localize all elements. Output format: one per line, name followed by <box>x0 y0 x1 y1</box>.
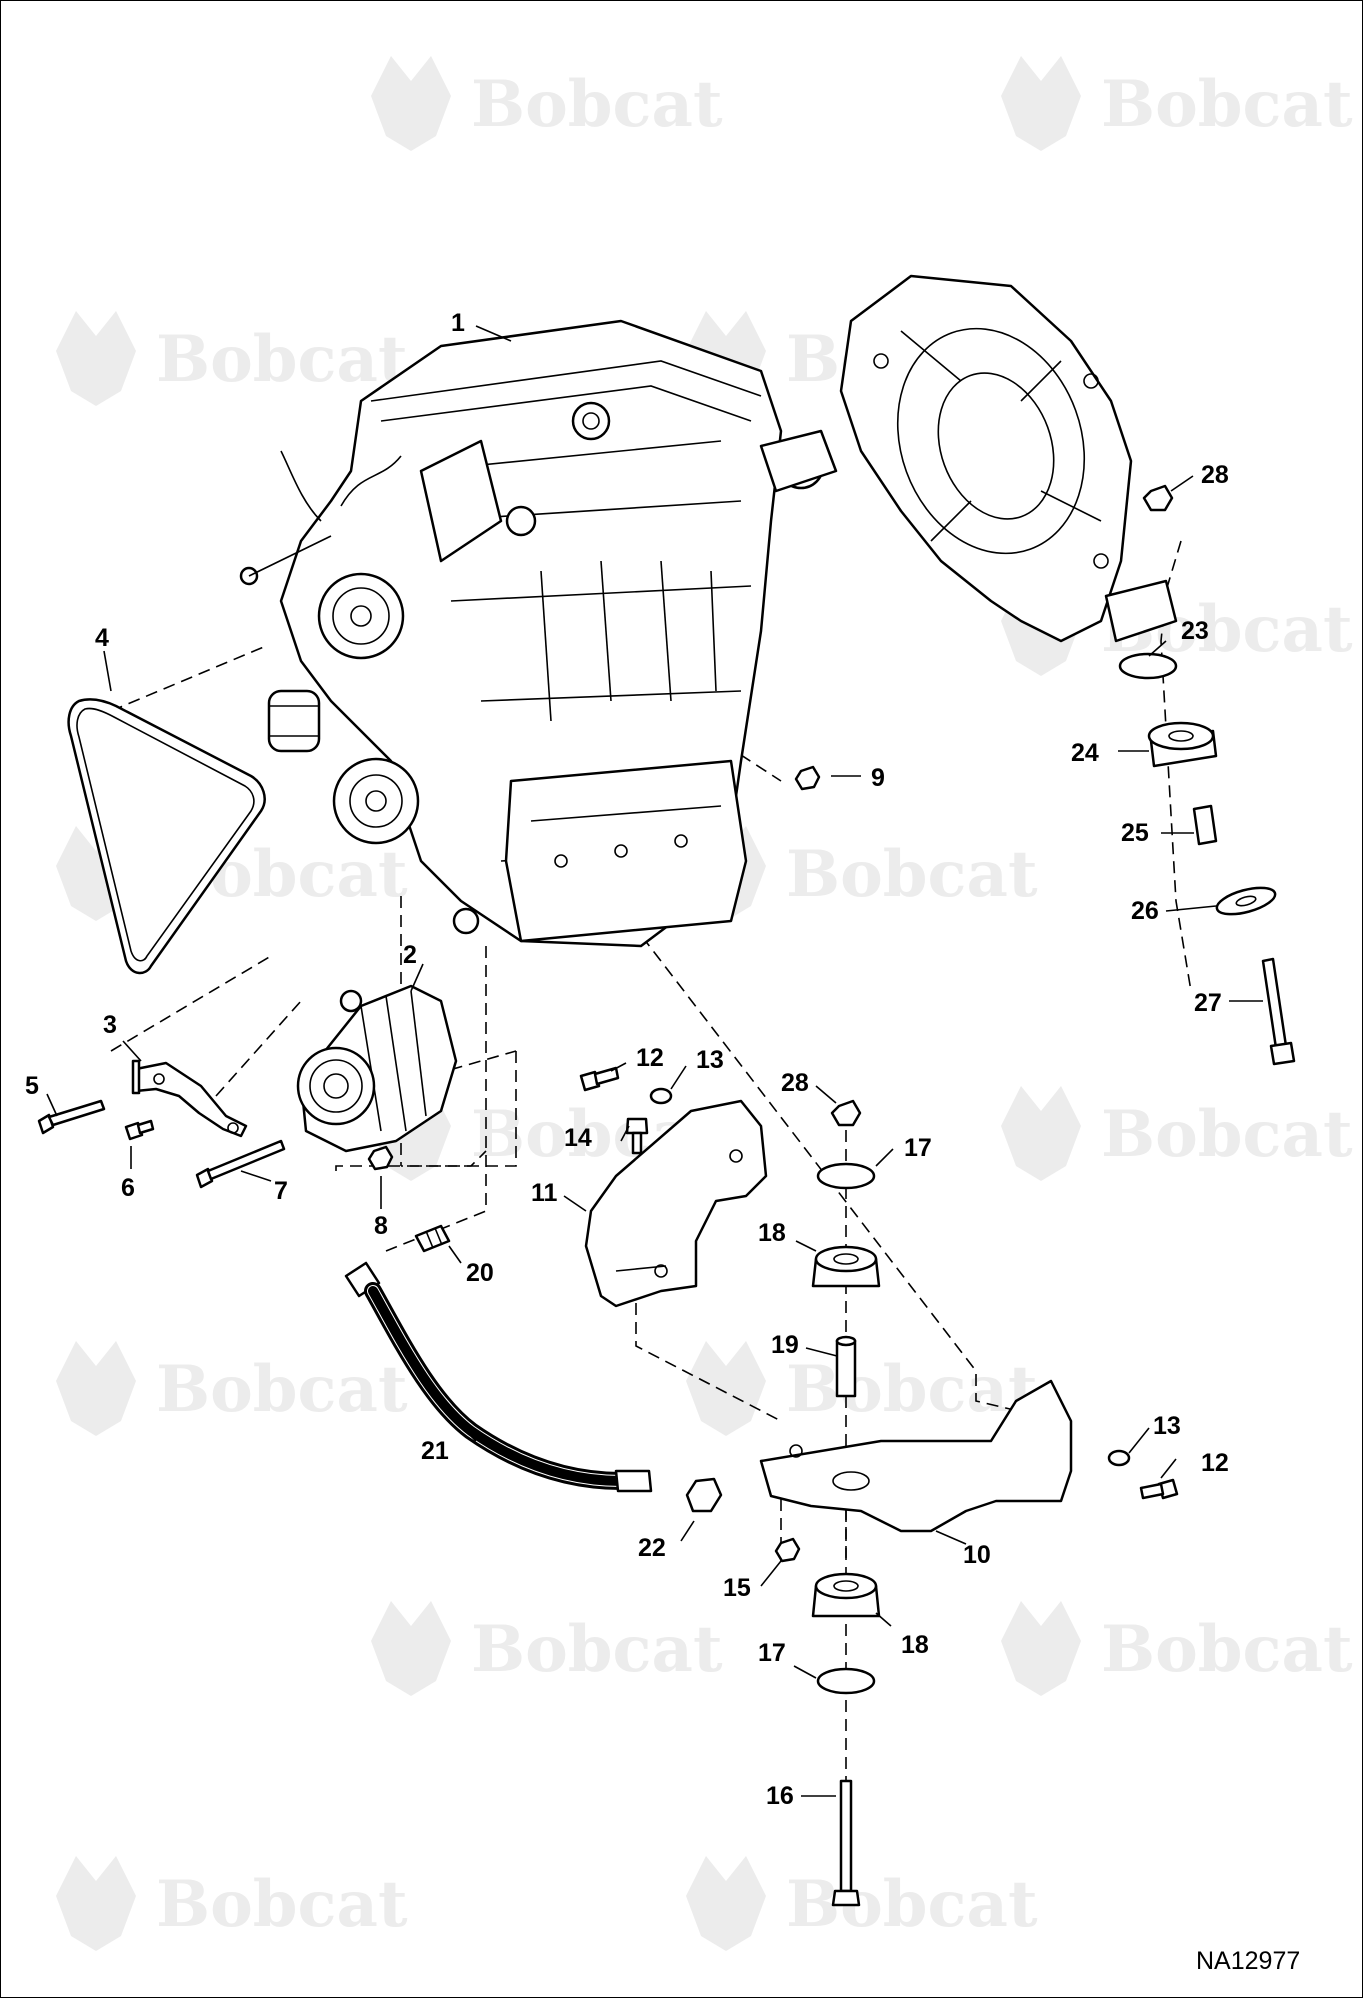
callout-18-upper: 18 <box>758 1219 786 1247</box>
callout-27: 27 <box>1194 989 1222 1017</box>
watermark-text: Bobcat <box>1101 67 1353 142</box>
callout-17-lower: 17 <box>758 1639 786 1667</box>
callout-28-upper: 28 <box>1201 461 1229 489</box>
callout-11: 11 <box>531 1179 558 1207</box>
watermark-logo: Bobcat <box>371 56 723 151</box>
watermark-layer: Bobcat Bobcat Bobcat Bobcat Bobcat Bobca… <box>56 56 1353 1951</box>
callout-3: 3 <box>103 1011 117 1039</box>
callout-22: 22 <box>638 1534 666 1562</box>
watermark-text: Bobcat <box>471 67 723 142</box>
callout-24: 24 <box>1071 739 1099 767</box>
watermark-logo: Bobcat <box>686 1341 1038 1436</box>
callout-4: 4 <box>95 624 109 652</box>
right-mount-stack <box>1118 484 1296 1066</box>
callout-1: 1 <box>451 309 465 337</box>
figure-id: NA12977 <box>1196 1947 1300 1975</box>
watermark-text: Bobcat <box>156 1352 408 1427</box>
callout-10: 10 <box>963 1541 991 1569</box>
watermark-text: Bobcat <box>786 837 1038 912</box>
engine-mount-bracket-upper <box>579 1066 768 1308</box>
drive-belt <box>67 698 266 975</box>
callout-labels: 1 2 3 4 5 6 7 8 9 10 11 12 12 13 13 14 1… <box>25 309 1229 1810</box>
watermark-text: Bobcat <box>1101 1097 1353 1172</box>
watermark-text: Bobcat <box>156 1867 408 1942</box>
watermark-text: Bobcat <box>1101 1612 1353 1687</box>
callout-19: 19 <box>771 1331 799 1359</box>
left-fasteners <box>37 765 821 1253</box>
callout-17-upper: 17 <box>904 1134 932 1162</box>
callout-28-lower: 28 <box>781 1069 809 1097</box>
callout-23: 23 <box>1181 617 1209 645</box>
watermark-logo: Bobcat <box>1001 1086 1353 1181</box>
callout-9: 9 <box>871 764 885 792</box>
watermark-logo: Bobcat <box>371 1601 723 1696</box>
callout-12-upper: 12 <box>636 1044 664 1072</box>
watermark-logo: Bobcat <box>1001 56 1353 151</box>
alternator-bracket <box>131 1059 248 1138</box>
callout-6: 6 <box>121 1174 135 1202</box>
leader-lines <box>46 325 1263 1797</box>
watermark-logo: Bobcat <box>56 1341 408 1436</box>
watermark-logo: Bobcat <box>1001 1601 1353 1696</box>
callout-18-lower: 18 <box>901 1631 929 1659</box>
watermark-text: Bobcat <box>786 1867 1038 1942</box>
callout-12-lower: 12 <box>1201 1449 1229 1477</box>
watermark-logo: Bobcat <box>56 1856 408 1951</box>
watermark-text: Bobcat <box>471 1612 723 1687</box>
engine-mount-bracket-lower <box>759 1379 1179 1563</box>
callout-15: 15 <box>723 1574 751 1602</box>
watermark-text: Bobcat <box>156 322 408 397</box>
callout-26: 26 <box>1131 897 1159 925</box>
alternator <box>296 984 458 1153</box>
watermark-logo: Bobcat <box>686 1856 1038 1951</box>
callout-8: 8 <box>374 1212 388 1240</box>
callout-16: 16 <box>766 1782 794 1810</box>
callout-14: 14 <box>564 1124 592 1152</box>
callout-7: 7 <box>274 1177 288 1205</box>
callout-13-upper: 13 <box>696 1046 724 1074</box>
callout-13-lower: 13 <box>1153 1412 1181 1440</box>
callout-5: 5 <box>25 1072 39 1100</box>
callout-20: 20 <box>466 1259 494 1287</box>
engine-assembly <box>239 319 838 948</box>
callout-2: 2 <box>403 941 417 969</box>
hydraulic-hose <box>344 1261 723 1513</box>
flywheel-housing <box>839 274 1178 643</box>
callout-25: 25 <box>1121 819 1149 847</box>
watermark-logo: Bobcat <box>56 311 408 406</box>
watermark-text: Bobcat <box>786 1352 1038 1427</box>
callout-21: 21 <box>421 1437 449 1465</box>
